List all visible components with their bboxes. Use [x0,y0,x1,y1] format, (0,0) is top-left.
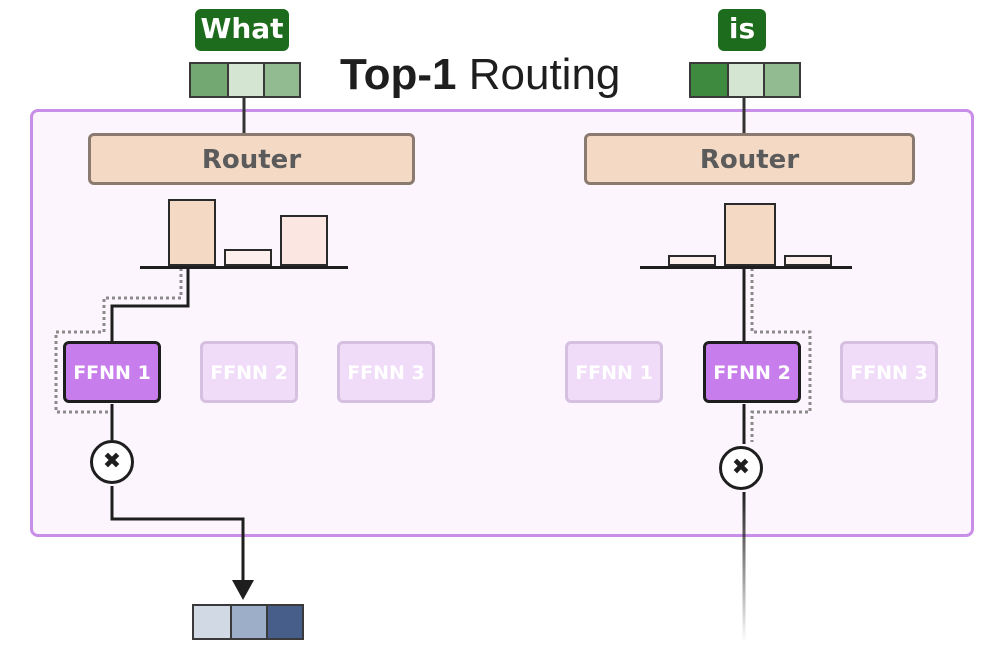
expert-ffnn-1: FFNN 1 [565,341,663,403]
token-tag-is: is [718,9,766,51]
router-probability-bar [280,215,328,266]
router-probability-bar [168,199,216,266]
expert-ffnn-1: FFNN 1 [63,341,161,403]
expert-ffnn-2: FFNN 2 [703,341,801,403]
title-regular: Routing [468,50,621,99]
routing-dotted-path [54,268,183,438]
token-tag-what: What [195,9,289,51]
vector-cell [763,64,799,96]
router-probability-bar [668,255,716,266]
expert-ffnn-3: FFNN 3 [337,341,435,403]
bar-baseline [640,266,852,269]
router-probability-bar [784,255,832,266]
title-bold: Top-1 [340,50,457,99]
vector-cell [266,606,302,638]
token-vector-is [689,62,801,98]
token-vector-what [189,62,301,98]
router-box: Router [88,133,415,185]
vector-cell [194,606,230,638]
vector-cell [263,64,299,96]
multiply-icon: ✖ [90,440,134,484]
vector-cell [227,64,263,96]
expert-ffnn-2: FFNN 2 [200,341,298,403]
bar-baseline [140,266,348,269]
vector-cell [230,606,266,638]
output-path-line [110,486,245,585]
output-vector [192,604,304,640]
diagram-title: Top-1 Routing [340,50,620,100]
routing-dotted-path [750,268,812,442]
multiply-icon: ✖ [719,446,763,490]
output-arrow-head [232,580,254,600]
vector-cell [691,64,727,96]
router-box: Router [584,133,915,185]
router-probability-bar [224,249,272,266]
routing-path-line [110,268,190,342]
vector-cell [727,64,763,96]
expert-ffnn-3: FFNN 3 [840,341,938,403]
output-fading-line [742,492,746,642]
vector-cell [191,64,227,96]
router-probability-bar [724,203,776,266]
